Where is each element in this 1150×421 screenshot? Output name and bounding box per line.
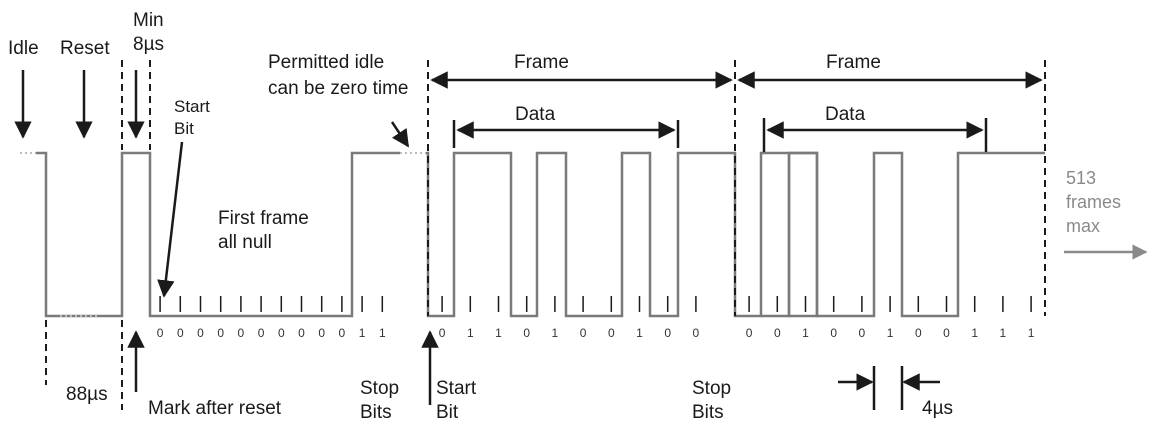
bit-value: 1	[495, 326, 502, 340]
bit-value: 0	[580, 326, 587, 340]
signal-waveform	[36, 151, 400, 318]
bit-value: 1	[887, 326, 894, 340]
bit-value: 1	[971, 326, 978, 340]
bit-value: 0	[915, 326, 922, 340]
bit-value: 1	[379, 326, 386, 340]
start-bit-arrow-1	[157, 141, 184, 298]
bit-value: 0	[238, 326, 245, 340]
bit-value: 0	[177, 326, 184, 340]
bit-value: 0	[664, 326, 671, 340]
bit-value: 0	[830, 326, 837, 340]
bit-value: 0	[523, 326, 530, 340]
bit-value: 0	[339, 326, 346, 340]
idle-label: Idle	[8, 38, 39, 59]
bit-value: 0	[157, 326, 164, 340]
frame-2-label: Frame	[826, 52, 881, 73]
start-bit-label-2: Start	[436, 378, 477, 399]
frames-max-label: frames	[1066, 192, 1121, 212]
data-1-label: Data	[515, 104, 556, 125]
stop-bits-label-1: Stop	[360, 378, 399, 399]
stop-bits-label-1b: Bits	[360, 402, 392, 421]
frame-2-waveform	[761, 151, 1045, 318]
bit-value: 0	[943, 326, 950, 340]
bit-ticks	[159, 296, 1032, 312]
frame-1-label: Frame	[514, 52, 569, 73]
permitted-idle-label-2: can be zero time	[268, 78, 408, 99]
reset-label: Reset	[60, 38, 110, 59]
bit-value: 1	[802, 326, 809, 340]
frames-max-label-2: max	[1066, 216, 1100, 236]
bit-value: 1	[1028, 326, 1035, 340]
frames-max-count: 513	[1066, 168, 1096, 188]
bit-value: 0	[693, 326, 700, 340]
bit-value: 0	[774, 326, 781, 340]
first-frame-label-2: all null	[218, 232, 272, 253]
start-bit-label-1b: Bit	[174, 119, 194, 138]
bit-value: 0	[258, 326, 265, 340]
permitted-idle-label: Permitted idle	[268, 52, 384, 73]
permitted-idle-arrow	[390, 121, 410, 148]
bit-value: 1	[359, 326, 366, 340]
bit-value: 1	[467, 326, 474, 340]
data-2-label: Data	[825, 104, 866, 125]
bit-value: 0	[859, 326, 866, 340]
bit-value: 0	[278, 326, 285, 340]
bit-value: 1	[552, 326, 559, 340]
stop-bits-label-2: Stop	[692, 378, 731, 399]
min-duration-label: 8µs	[133, 34, 164, 55]
bit-time-label: 4µs	[922, 398, 953, 419]
start-bit-label-2b: Bit	[436, 402, 459, 421]
mark-after-reset-label: Mark after reset	[148, 398, 282, 419]
bit-value: 0	[608, 326, 615, 340]
reset-duration-label: 88µs	[66, 384, 108, 405]
min-label: Min	[133, 10, 164, 31]
bit-value: 0	[298, 326, 305, 340]
first-frame-label: First frame	[218, 208, 309, 229]
bit-value: 0	[439, 326, 446, 340]
frame-1-waveform	[426, 151, 819, 318]
stop-bits-label-2b: Bits	[692, 402, 724, 421]
bit-value: 1	[636, 326, 643, 340]
bit-value: 1	[1000, 326, 1007, 340]
bit-value: 0	[318, 326, 325, 340]
start-bit-label-1: Start	[174, 97, 210, 116]
bit-value: 0	[746, 326, 753, 340]
bit-value: 0	[197, 326, 204, 340]
bit-value: 0	[217, 326, 224, 340]
